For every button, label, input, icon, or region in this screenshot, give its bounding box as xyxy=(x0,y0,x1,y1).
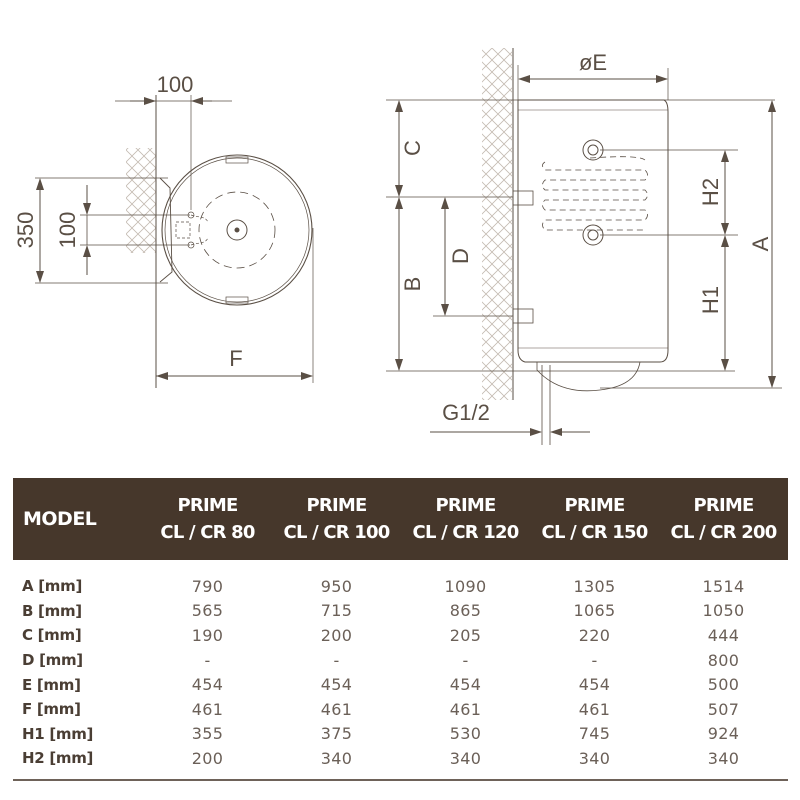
table-bottom-rule xyxy=(13,779,788,781)
model-line2: CL / CR 80 xyxy=(160,522,255,543)
cell: - xyxy=(591,650,598,670)
dim-b: B xyxy=(400,277,425,292)
spec-table: MODEL PRIME CL / CR 80 PRIME CL / CR 100 P… xyxy=(13,478,788,771)
cell: 200 xyxy=(320,625,353,645)
table-row-h2: H2 [mm] 200 340 340 340 340 xyxy=(13,746,788,771)
wall-hatch xyxy=(126,148,156,253)
cell: 190 xyxy=(191,625,224,645)
model-line1: PRIME xyxy=(435,495,497,516)
row-label: B [mm] xyxy=(22,601,82,620)
table-header: MODEL PRIME CL / CR 80 PRIME CL / CR 100 P… xyxy=(13,478,788,560)
table-row-h1: H1 [mm] 355 375 530 745 924 xyxy=(13,722,788,747)
table-row-f: F [mm] 461 461 461 461 507 xyxy=(13,697,788,722)
cell: 444 xyxy=(707,625,740,645)
dim-f: F xyxy=(229,346,242,371)
cell: 340 xyxy=(320,748,353,768)
row-label: E [mm] xyxy=(22,675,81,694)
model-header-100: PRIME CL / CR 100 xyxy=(272,492,401,546)
cell: 745 xyxy=(578,724,611,744)
cell: 790 xyxy=(191,576,224,596)
dim-c: C xyxy=(400,140,425,156)
cell: 461 xyxy=(449,699,482,719)
model-column-header: MODEL xyxy=(23,508,97,530)
table-row-c: C [mm] 190 200 205 220 444 xyxy=(13,623,788,648)
dim-g12: G1/2 xyxy=(442,400,490,425)
cell: 454 xyxy=(578,675,611,695)
dim-h1: H1 xyxy=(698,286,723,314)
technical-drawing: 100 350 100 F xyxy=(13,48,782,445)
dim-350: 350 xyxy=(13,212,38,249)
model-header-120: PRIME CL / CR 120 xyxy=(401,492,530,546)
cell: 340 xyxy=(578,748,611,768)
table-body: A [mm] 790 950 1090 1305 1514 B [mm] 565… xyxy=(13,560,788,771)
cell: 454 xyxy=(191,675,224,695)
cell: 461 xyxy=(320,699,353,719)
model-line1: PRIME xyxy=(564,495,626,516)
cell: 530 xyxy=(449,724,482,744)
cell: 924 xyxy=(707,724,740,744)
wall-hatch-side xyxy=(482,48,512,400)
model-line2: CL / CR 200 xyxy=(670,522,778,543)
model-line1: PRIME xyxy=(693,495,755,516)
cell: 200 xyxy=(191,748,224,768)
dim-e: øE xyxy=(579,50,607,75)
cell: - xyxy=(333,650,340,670)
table-row-d: D [mm] - - - - 800 xyxy=(13,648,788,673)
cell: - xyxy=(204,650,211,670)
row-label: H1 [mm] xyxy=(22,724,94,743)
cell: 355 xyxy=(191,724,224,744)
dim-top-100: 100 xyxy=(157,72,194,97)
cell: 1305 xyxy=(573,576,616,596)
cell: 220 xyxy=(578,625,611,645)
model-line2: CL / CR 120 xyxy=(412,522,520,543)
cell: 340 xyxy=(707,748,740,768)
cell: 205 xyxy=(449,625,482,645)
model-line1: PRIME xyxy=(306,495,368,516)
cell: 715 xyxy=(320,601,353,621)
cell: 800 xyxy=(707,650,740,670)
cell: 461 xyxy=(578,699,611,719)
cell: 454 xyxy=(449,675,482,695)
model-header-80: PRIME CL / CR 80 xyxy=(143,492,272,546)
dim-a: A xyxy=(748,236,773,251)
row-label: C [mm] xyxy=(22,626,82,645)
dim-100-vertical: 100 xyxy=(55,212,80,249)
cell: 1090 xyxy=(444,576,487,596)
row-label: F [mm] xyxy=(22,700,81,719)
cell: 461 xyxy=(191,699,224,719)
model-line1: PRIME xyxy=(177,495,239,516)
cell: 375 xyxy=(320,724,353,744)
table-row-b: B [mm] 565 715 865 1065 1050 xyxy=(13,599,788,624)
dim-d: D xyxy=(448,248,473,264)
model-line2: CL / CR 150 xyxy=(541,522,649,543)
model-header-150: PRIME CL / CR 150 xyxy=(530,492,659,546)
cell: 340 xyxy=(449,748,482,768)
table-row-a: A [mm] 790 950 1090 1305 1514 xyxy=(13,574,788,599)
model-header-200: PRIME CL / CR 200 xyxy=(659,492,788,546)
cell: 500 xyxy=(707,675,740,695)
cell: 454 xyxy=(320,675,353,695)
side-view xyxy=(386,48,782,445)
cell: 950 xyxy=(320,576,353,596)
cell: 1514 xyxy=(702,576,745,596)
cell: 1065 xyxy=(573,601,616,621)
table-row-e: E [mm] 454 454 454 454 500 xyxy=(13,672,788,697)
row-label: H2 [mm] xyxy=(22,749,94,768)
cell: 507 xyxy=(707,699,740,719)
top-view xyxy=(35,95,314,388)
cell: - xyxy=(462,650,469,670)
cell: 1050 xyxy=(702,601,745,621)
cell: 865 xyxy=(449,601,482,621)
row-label: D [mm] xyxy=(22,651,83,670)
cell: 565 xyxy=(191,601,224,621)
row-label: A [mm] xyxy=(22,577,83,596)
model-line2: CL / CR 100 xyxy=(283,522,391,543)
dim-h2: H2 xyxy=(698,178,723,206)
